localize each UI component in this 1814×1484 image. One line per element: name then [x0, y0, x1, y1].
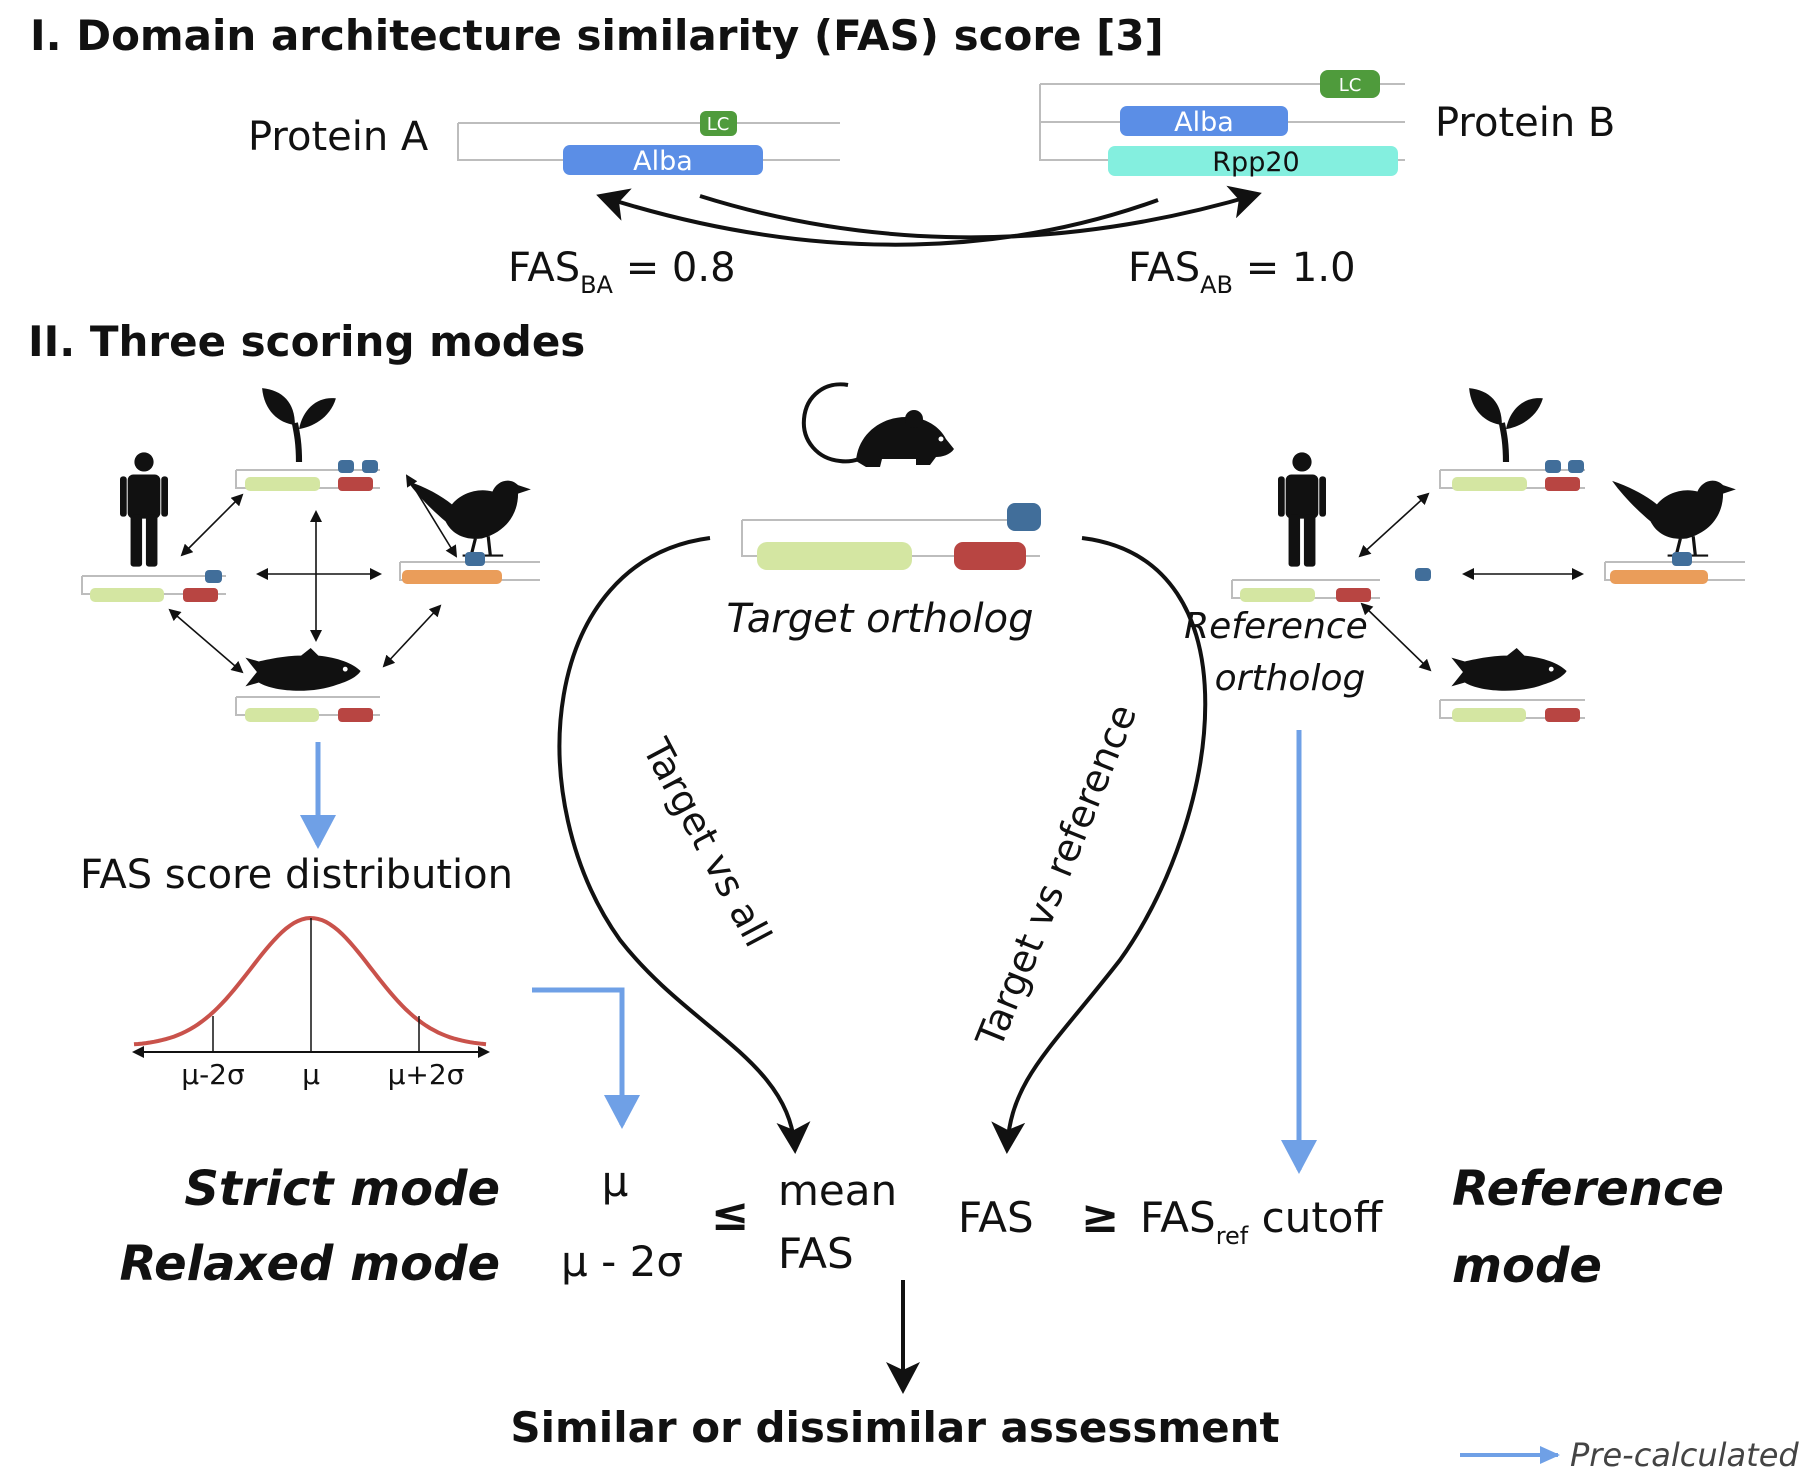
mean-label: mean [778, 1166, 897, 1215]
reference-network: Reference ortholog [1184, 388, 1745, 722]
target-vs-reference-arrow [991, 536, 1208, 1154]
plant-icon [262, 388, 336, 462]
alba-domain-a [563, 145, 763, 175]
protein-a-architecture: Protein A LC Alba [248, 111, 840, 177]
target-vs-all-arrow [557, 536, 811, 1154]
lc-domain-b [1320, 70, 1380, 98]
reference-mode-label-1: Reference [1452, 1161, 1724, 1217]
protein-b-label: Protein B [1435, 100, 1615, 146]
distribution-title: FAS score distribution [80, 852, 513, 898]
fas-ref-cutoff-label: FASref cutoff [1140, 1193, 1383, 1250]
ge-symbol: ≥ [1081, 1189, 1120, 1243]
legend-label: Pre-calculated [1570, 1436, 1799, 1474]
precalc-arrow-center [532, 987, 640, 1129]
axis-label-mu: μ [302, 1058, 320, 1091]
fas-ab-label: FASAB = 1.0 [1128, 245, 1356, 299]
alba-label-b: Alba [1174, 107, 1234, 138]
bird-icon [405, 478, 533, 558]
target-ortholog: Target ortholog [727, 384, 1041, 642]
axis-label-mu-minus: μ-2σ [181, 1058, 244, 1091]
target-vs-reference-label: Target vs reference [967, 698, 1145, 1054]
protein-a-label: Protein A [248, 114, 429, 160]
target-ortholog-label: Target ortholog [727, 596, 1034, 642]
human-icon-ref [1278, 452, 1326, 567]
fas-ba-arrow [596, 188, 1159, 247]
le-symbol: ≤ [711, 1187, 750, 1241]
section1-title: I. Domain architecture similarity (FAS) … [30, 11, 1164, 60]
mean-fas-label: FAS [778, 1229, 854, 1278]
fas-ab-arrow [699, 185, 1262, 240]
fish-icon [245, 648, 361, 691]
reference-ortholog-label-1: Reference [1184, 606, 1368, 647]
lc-label-a: LC [707, 114, 730, 135]
fas-label: FAS [958, 1193, 1034, 1242]
assessment-label: Similar or dissimilar assessment [510, 1403, 1279, 1452]
lc-domain-a [700, 111, 737, 136]
mu-value: μ [602, 1157, 629, 1206]
mu-minus-2sigma: μ - 2σ [561, 1237, 683, 1286]
legend: Pre-calculated [1460, 1436, 1799, 1474]
plant-icon-ref [1469, 388, 1543, 462]
all-vs-all-network [81, 388, 540, 722]
reference-mode-label-2: mode [1452, 1238, 1602, 1294]
lc-label-b: LC [1339, 75, 1362, 96]
relaxed-mode-label: Relaxed mode [120, 1236, 500, 1292]
section2-title: II. Three scoring modes [28, 317, 585, 366]
distribution-plot: μ-2σ μ μ+2σ [132, 915, 490, 1091]
target-vs-all-label: Target vs all [634, 731, 781, 954]
rpp20-domain-b [1108, 146, 1398, 176]
fas-ba-label: FASBA = 0.8 [508, 245, 736, 299]
rpp20-label-b: Rpp20 [1212, 147, 1299, 178]
mouse-icon [804, 384, 954, 467]
fish-icon-ref [1451, 648, 1567, 691]
bird-icon-ref [1610, 478, 1738, 558]
axis-label-mu-plus: μ+2σ [388, 1058, 465, 1091]
alba-label-a: Alba [633, 146, 693, 177]
protein-b-architecture: Protein B LC Alba Rpp20 [1039, 70, 1615, 178]
human-icon [120, 452, 168, 567]
reference-ortholog-label-2: ortholog [1215, 658, 1366, 699]
strict-mode-label: Strict mode [184, 1161, 500, 1217]
alba-domain-b [1120, 106, 1288, 136]
